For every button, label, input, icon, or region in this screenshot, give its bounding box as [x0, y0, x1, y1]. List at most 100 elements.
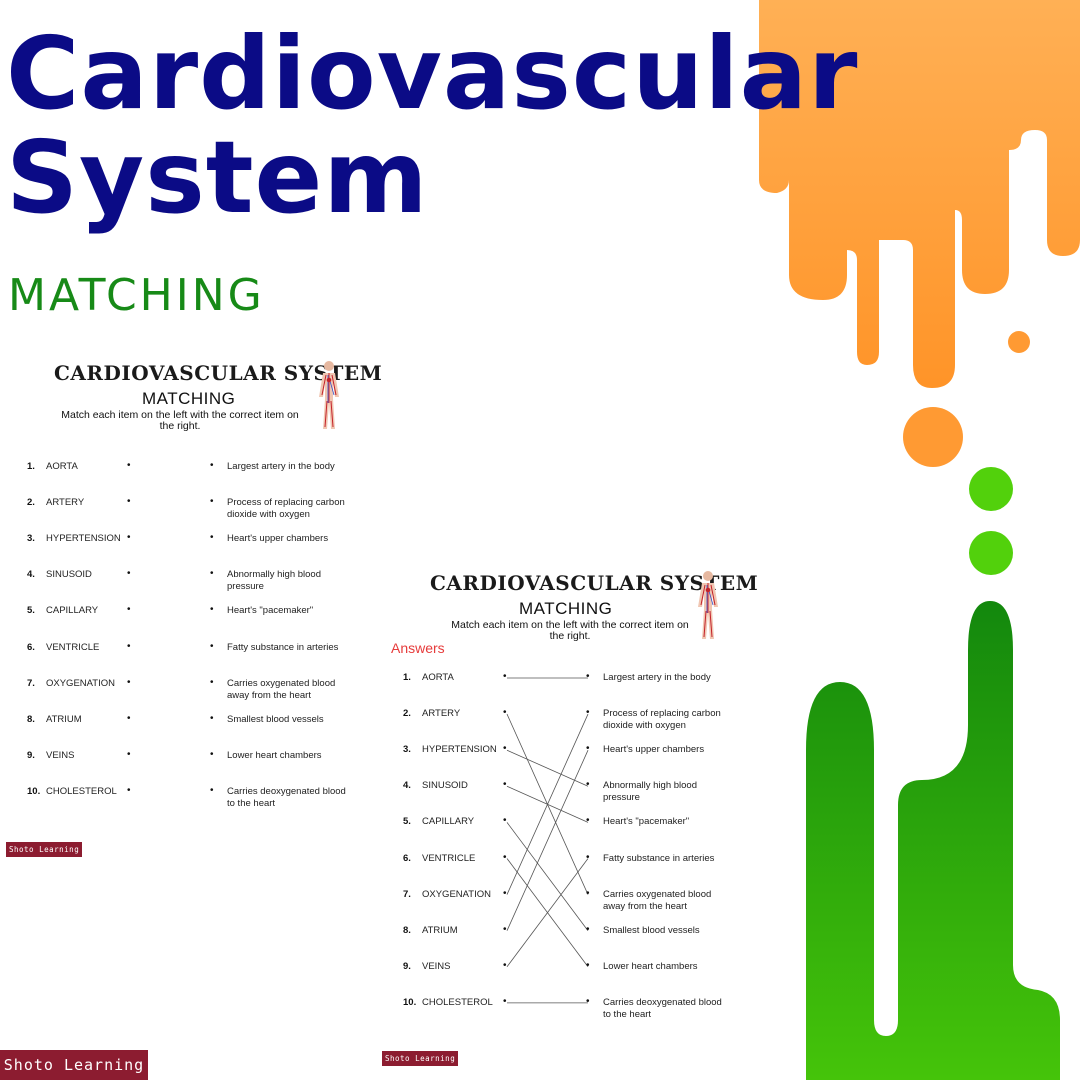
- answer-term: ARTERY: [422, 708, 461, 720]
- worksheet-right-bullet: •: [210, 784, 214, 796]
- answer-definition-line1: Lower heart chambers: [603, 960, 698, 972]
- answer-right-bullet: •: [586, 959, 590, 971]
- answer-sheet: CARDIOVASCULAR SYSTEM MATCHING Match eac…: [380, 565, 780, 1035]
- answer-match-line: [506, 713, 589, 895]
- worksheet-definition: Heart's "pacemaker": [227, 605, 377, 617]
- worksheet: CARDIOVASCULAR SYSTEM MATCHING Match eac…: [0, 355, 382, 875]
- answer-sheet-subtitle: MATCHING: [519, 599, 613, 618]
- answer-definition: Lower heart chambers: [603, 961, 753, 973]
- poster-brand-badge: Shoto Learning: [0, 1050, 148, 1080]
- answer-left-bullet: •: [503, 707, 507, 719]
- answer-right-bullet: •: [586, 815, 590, 827]
- poster-title: Cardiovascular System: [6, 22, 858, 230]
- worksheet-left-bullet: •: [127, 496, 131, 508]
- worksheet-term-number: 1.: [27, 461, 35, 472]
- worksheet-instructions: Match each item on the left with the cor…: [40, 410, 320, 432]
- answer-left-bullet: •: [503, 923, 507, 935]
- worksheet-left-bullet: •: [127, 640, 131, 652]
- worksheet-term-number: 4.: [27, 569, 35, 581]
- answer-sheet-instructions-line1: Match each item on the left with the cor…: [451, 619, 689, 631]
- answer-definition-line1: Fatty substance in arteries: [603, 852, 715, 864]
- worksheet-term: SINUSOID: [46, 569, 92, 581]
- answer-left-bullet: •: [503, 959, 507, 971]
- worksheet-term: ATRIUM: [46, 713, 82, 725]
- worksheet-definition: Fatty substance in arteries: [227, 642, 377, 654]
- answer-right-bullet: •: [586, 887, 590, 899]
- answer-right-bullet: •: [586, 671, 590, 682]
- worksheet-left-bullet: •: [127, 460, 131, 471]
- worksheet-definition-line1: Smallest blood vessels: [227, 713, 324, 725]
- answer-left-bullet: •: [503, 815, 507, 827]
- worksheet-right-bullet: •: [210, 748, 214, 760]
- answer-left-bullet: •: [503, 995, 507, 1007]
- worksheet-left-bullet: •: [127, 748, 131, 760]
- answer-term: CAPILLARY: [422, 816, 475, 828]
- answer-definition-line1: Largest artery in the body: [603, 672, 711, 683]
- human-circulatory-system-icon: [314, 359, 344, 436]
- answer-definition-line1: Abnormally high blood: [603, 780, 698, 792]
- answer-term: OXYGENATION: [422, 888, 491, 900]
- answer-term: CHOLESTEROL: [422, 996, 493, 1008]
- worksheet-definition-line1: Largest artery in the body: [227, 461, 335, 472]
- answer-match-line: [506, 750, 589, 931]
- answer-term-number: 9.: [403, 960, 411, 972]
- answer-term: VENTRICLE: [422, 852, 476, 864]
- answer-definition: Smallest blood vessels: [603, 925, 753, 937]
- worksheet-definition-line2: dioxide with oxygen: [227, 509, 310, 521]
- answer-sheet-instructions-line2: the right.: [549, 630, 591, 642]
- worksheet-term: VENTRICLE: [46, 641, 100, 653]
- answer-definition-line2: dioxide with oxygen: [603, 720, 686, 732]
- answer-right-bullet: •: [586, 707, 590, 719]
- worksheet-definition-line2: pressure: [227, 581, 264, 593]
- worksheet-term-number: 6.: [27, 641, 35, 653]
- answer-definition-line1: Process of replacing carbon: [603, 708, 721, 720]
- worksheet-definition-line1: Fatty substance in arteries: [227, 641, 339, 653]
- answer-match-lines: [506, 677, 589, 1004]
- worksheet-right-bullet: •: [210, 640, 214, 652]
- worksheet-definition-line1: Lower heart chambers: [227, 749, 322, 761]
- answer-right-bullet: •: [586, 743, 590, 755]
- worksheet-term-number: 7.: [27, 677, 35, 689]
- worksheet-definition-line1: Heart's "pacemaker": [227, 605, 314, 617]
- answer-term-number: 5.: [403, 816, 411, 828]
- answer-term-number: 8.: [403, 924, 411, 936]
- answer-definition-line2: to the heart: [603, 1008, 652, 1020]
- worksheet-right-bullet: •: [210, 712, 214, 724]
- answer-right-bullet: •: [586, 851, 590, 863]
- worksheet-term: HYPERTENSION: [46, 533, 121, 545]
- answer-term: ATRIUM: [422, 924, 458, 936]
- answer-match-line: [506, 749, 589, 787]
- answer-sheet-instructions: Match each item on the left with the cor…: [420, 620, 720, 642]
- answer-term: SINUSOID: [422, 780, 468, 792]
- answer-definition: Fatty substance in arteries: [603, 853, 753, 865]
- worksheet-term-number: 9.: [27, 749, 35, 761]
- human-circulatory-system-icon: [693, 569, 723, 646]
- answer-term: HYPERTENSION: [422, 744, 497, 756]
- worksheet-definition-line1: Carries oxygenated blood: [227, 677, 336, 689]
- answer-term-number: 6.: [403, 852, 411, 864]
- orange-drip-decoration: [759, 0, 1080, 467]
- answer-definition: Heart's upper chambers: [603, 744, 753, 756]
- worksheet-right-bullet: •: [210, 676, 214, 688]
- worksheet-definition-line1: Carries deoxygenated blood: [227, 785, 346, 797]
- worksheet-left-bullet: •: [127, 604, 131, 616]
- worksheet-definition: Heart's upper chambers: [227, 533, 377, 545]
- worksheet-term: ARTERY: [46, 497, 85, 509]
- worksheet-term-number: 10.: [27, 785, 41, 797]
- answer-definition: Heart's "pacemaker": [603, 816, 753, 828]
- answer-definition-line1: Heart's "pacemaker": [603, 816, 690, 828]
- worksheet-brand-badge: Shoto Learning: [6, 842, 83, 857]
- worksheet-term: CHOLESTEROL: [46, 785, 117, 797]
- worksheet-definition: Lower heart chambers: [227, 750, 377, 762]
- worksheet-left-bullet: •: [127, 532, 131, 544]
- answer-definition-line2: away from the heart: [603, 900, 687, 912]
- worksheet-term-number: 8.: [27, 713, 35, 725]
- worksheet-term-number: 2.: [27, 497, 35, 509]
- worksheet-left-bullet: •: [127, 784, 131, 796]
- worksheet-term: CAPILLARY: [46, 605, 99, 617]
